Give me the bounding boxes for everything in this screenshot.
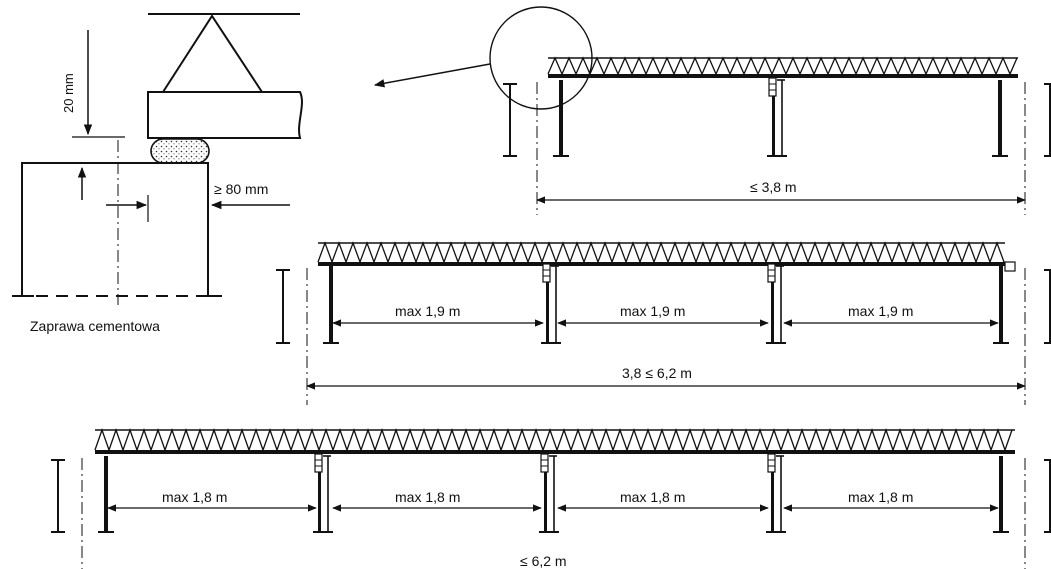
mortar-bed <box>150 138 210 164</box>
bottom-chord-block <box>147 91 303 139</box>
span-label-1: max 1,8 m <box>162 489 227 505</box>
support-post <box>104 456 108 532</box>
span-label-4: max 1,8 m <box>848 489 913 505</box>
beam-1: ≤ 3,8 m <box>489 6 1051 215</box>
support-post <box>329 266 333 343</box>
beam-3: max 1,8 m max 1,8 m max 1,8 m max 1,8 m … <box>51 428 1051 569</box>
support-post <box>999 266 1003 343</box>
supports-beam-2 <box>276 261 1051 344</box>
axes-beam-2 <box>306 268 1026 405</box>
truss-beam-3 <box>94 428 1015 454</box>
span-label-2: max 1,9 m <box>620 303 685 319</box>
supports-beam-3 <box>51 453 1051 533</box>
total-span-label: 3,8 ≤ 6,2 m <box>622 365 692 381</box>
support-detail: 20 mm ≥ 80 mm Zaprawa cementowa <box>12 13 491 334</box>
prop-head <box>542 263 551 283</box>
web-diagonals <box>547 56 1018 76</box>
detail-caption: Zaprawa cementowa <box>30 318 160 334</box>
beam-2: max 1,9 m max 1,9 m max 1,9 m 3,8 ≤ 6,2 … <box>276 241 1051 405</box>
truss-beam-2 <box>317 241 1005 266</box>
bottom-chord <box>318 262 1005 266</box>
total-span-label: ≤ 6,2 m <box>520 553 567 569</box>
span-label-2: max 1,8 m <box>395 489 460 505</box>
web-diagonals <box>317 241 1005 264</box>
prop-stem <box>546 282 549 343</box>
supports-beam-1 <box>503 77 1051 157</box>
axes-beam-1 <box>536 82 1026 215</box>
prop-stem <box>771 472 774 532</box>
bottom-chord <box>95 450 1015 454</box>
truss-beam-1 <box>547 56 1018 78</box>
bottom-chord <box>548 74 1018 78</box>
support-post <box>559 80 563 156</box>
prop-head <box>768 77 777 97</box>
prop-stem <box>771 282 774 343</box>
support-post <box>999 456 1003 532</box>
total-span-label: ≤ 3,8 m <box>750 179 797 195</box>
prop-head <box>767 453 776 473</box>
prop-head <box>314 453 323 473</box>
prop-stem <box>318 472 321 532</box>
prop-stem <box>772 96 775 156</box>
bearing-label: ≥ 80 mm <box>214 181 268 197</box>
support-post <box>998 80 1002 156</box>
prop-head <box>767 263 776 283</box>
prop-stem <box>544 472 547 532</box>
span-label-1: max 1,9 m <box>395 303 460 319</box>
height-label: 20 mm <box>61 73 76 113</box>
detail-pointer-arrow <box>373 63 491 88</box>
wall <box>21 162 209 296</box>
web-diagonals <box>94 428 1013 452</box>
prop-head <box>540 453 549 473</box>
detail-magnifier-circle <box>489 6 593 110</box>
beam-end-block <box>1004 261 1016 272</box>
span-label-3: max 1,8 m <box>620 489 685 505</box>
axes-beam-3 <box>81 458 1026 569</box>
span-label-3: max 1,9 m <box>848 303 913 319</box>
